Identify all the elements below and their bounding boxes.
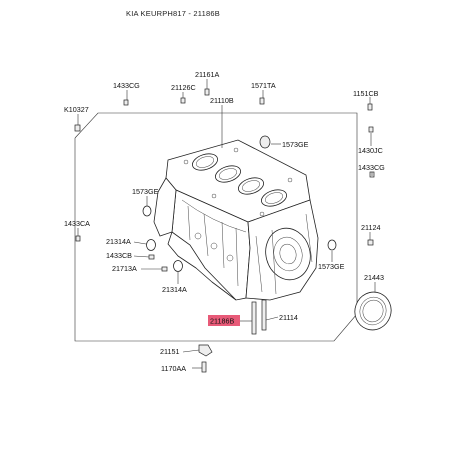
label-1573GE-left[interactable]: 1573GE <box>132 187 159 196</box>
label-21161A[interactable]: 21161A <box>195 70 219 79</box>
label-1433CA[interactable]: 1433CA <box>64 219 90 228</box>
label-1170AA[interactable]: 1170AA <box>161 364 186 373</box>
label-21110B[interactable]: 21110B <box>210 96 234 105</box>
label-1573GE-right[interactable]: 1573GE <box>318 262 345 271</box>
label-1433CB[interactable]: 1433CB <box>106 251 132 260</box>
label-1571TA[interactable]: 1571TA <box>251 81 276 90</box>
label-1433CG[interactable]: 1433CG <box>113 81 140 90</box>
cylinder-block <box>153 139 319 301</box>
diagram-title: KIA KEURPH817 - 21186B <box>126 9 220 18</box>
highlight-box <box>208 315 240 326</box>
label-K10327[interactable]: K10327 <box>64 105 89 114</box>
label-21151[interactable]: 21151 <box>160 347 179 356</box>
label-21124[interactable]: 21124 <box>361 223 380 232</box>
label-21443[interactable]: 21443 <box>364 273 384 282</box>
label-21126C[interactable]: 21126C <box>171 83 196 92</box>
rear-oil-seal <box>354 291 392 331</box>
label-21713A[interactable]: 21713A <box>112 264 137 273</box>
label-1151CB[interactable]: 1151CB <box>353 89 379 98</box>
label-21314A-upper[interactable]: 21314A <box>106 237 131 246</box>
part-labels: 21161A 1433CG 21126C 1571TA 1151CB 21110… <box>64 70 385 373</box>
label-1430JC[interactable]: 1430JC <box>358 146 383 155</box>
label-1433CG-right[interactable]: 1433CG <box>358 163 385 172</box>
label-1573GE-top[interactable]: 1573GE <box>282 140 309 149</box>
label-21186B[interactable]: 21186B <box>210 317 234 326</box>
label-21314A-lower[interactable]: 21314A <box>162 285 187 294</box>
label-21114[interactable]: 21114 <box>279 313 298 322</box>
leader-lines <box>77 79 376 369</box>
